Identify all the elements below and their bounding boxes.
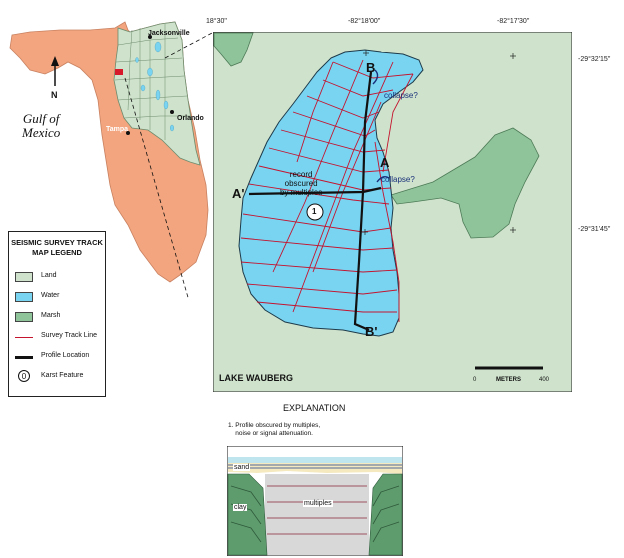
- lat-label-bottom: -29°31'45": [578, 226, 611, 233]
- north-arrow-icon: [51, 56, 59, 86]
- profile-label-b: B: [366, 60, 376, 75]
- profile-lines: [248, 71, 382, 332]
- karst-feature-marker: [306, 203, 324, 221]
- explanation-title: EXPLANATION: [283, 403, 346, 413]
- diagram-sand-layer: [228, 463, 402, 474]
- marsh-area-east: [390, 127, 540, 239]
- study-site-marker: [115, 69, 123, 75]
- explanation-note: 1. Profile obscured by multiples, noise …: [228, 422, 321, 437]
- legend-item-karst: 0 Karst Feature: [15, 370, 103, 384]
- track-line-symbol: [15, 337, 33, 338]
- lat-label-top: -29°32'15": [578, 56, 611, 63]
- land-swatch: [15, 272, 33, 282]
- tampa-dot: [126, 131, 130, 135]
- karst-marker-number: 1: [312, 207, 317, 216]
- county-lines: [114, 24, 190, 140]
- legend-label-karst: Karst Feature: [41, 372, 84, 379]
- legend-label-profile: Profile Location: [41, 352, 90, 359]
- scale-min: 0: [473, 377, 477, 383]
- profile-label-b-prime: B': [365, 324, 378, 339]
- legend-item-marsh: Marsh: [15, 310, 103, 324]
- diagram-multiples-area: [265, 474, 369, 555]
- legend-item-land: Land: [15, 270, 103, 284]
- obscured-record-label: record obscured by multiples: [280, 170, 323, 197]
- legend-item-track: Survey Track Line: [15, 330, 103, 344]
- map-title: LAKE WAUBERG: [219, 373, 293, 383]
- legend-label-track: Survey Track Line: [41, 332, 98, 339]
- graticule-crosses: [362, 50, 516, 235]
- scale-max: 400: [539, 377, 550, 383]
- tampa-label: Tampa: [106, 126, 129, 133]
- diagram-reflector-lines: [228, 464, 402, 543]
- scale-unit: METERS: [496, 377, 522, 383]
- lon-label-left: 18°30": [206, 18, 227, 25]
- collapse-label-top: collapse?: [384, 91, 418, 100]
- legend-label-water: Water: [41, 292, 60, 299]
- inset-connector-top: [164, 31, 215, 59]
- lon-label-right: -82°17'30": [497, 18, 530, 25]
- profile-line-b: [353, 71, 373, 332]
- karst-symbol-icon: 0: [18, 370, 30, 382]
- profile-label-a-prime: A': [232, 186, 245, 201]
- florida-lakes: [135, 41, 174, 132]
- water-swatch: [15, 292, 33, 302]
- legend-label-marsh: Marsh: [41, 312, 61, 319]
- orlando-label: Orlando: [177, 115, 204, 122]
- diagram-clay-left: [227, 473, 268, 556]
- florida-inset-map: [9, 21, 215, 300]
- diagram-sand-label: sand: [233, 464, 251, 471]
- lon-label-mid: -82°18'00": [348, 18, 381, 25]
- legend-item-profile: Profile Location: [15, 350, 103, 364]
- jacksonville-dot: [148, 35, 152, 39]
- diagram-multiples-label: multiples: [303, 500, 333, 507]
- profile-line-symbol: [15, 356, 33, 359]
- collapse-markers: [372, 69, 390, 183]
- gulf-of-mexico-label: Gulf of Mexico: [22, 111, 61, 140]
- legend-label-land: Land: [41, 272, 57, 279]
- diagram-clay-label: clay: [233, 504, 248, 511]
- jacksonville-label: Jacksonville: [148, 30, 190, 37]
- legend-title: SEISMIC SURVEY TRACK MAP LEGEND: [11, 238, 103, 257]
- marsh-area-top-left: [213, 32, 254, 67]
- map-legend: SEISMIC SURVEY TRACK MAP LEGEND Land Wat…: [8, 231, 106, 397]
- diagram-water-band: [228, 457, 402, 463]
- lake-wauberg-map: [213, 32, 572, 392]
- profile-label-a: A: [380, 155, 390, 170]
- north-label: N: [51, 90, 58, 100]
- legend-item-water: Water: [15, 290, 103, 304]
- inset-connector-bottom: [124, 77, 190, 300]
- marsh-swatch: [15, 312, 33, 322]
- collapse-label-mid: collapse?: [381, 175, 415, 184]
- orlando-dot: [170, 110, 174, 114]
